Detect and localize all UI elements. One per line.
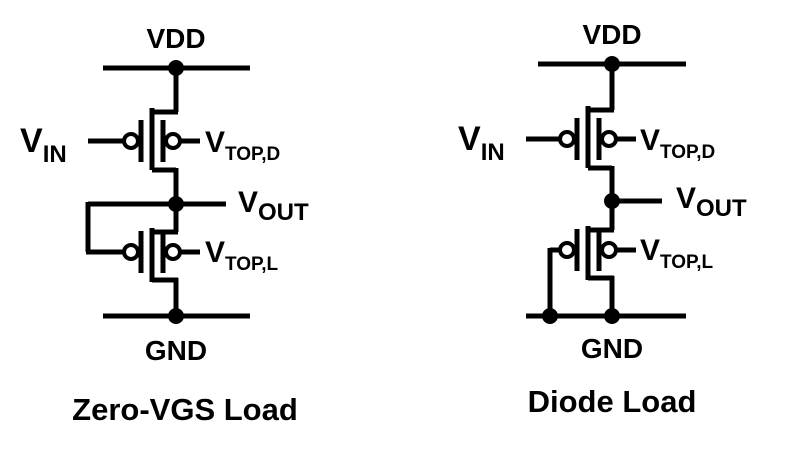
vdd-label: VDD	[582, 19, 641, 50]
load-transistor	[558, 226, 636, 280]
circuit-caption: Diode Load	[528, 384, 697, 419]
zero-vgs-load-circuit: VDD GND VIN VTOP,D VOUT VTOP,L Zero-VGS …	[20, 23, 309, 427]
driver-top-gate-label: VTOP,D	[640, 124, 715, 163]
gnd-node	[604, 308, 620, 324]
input-label: VIN	[20, 122, 67, 168]
load-transistor	[122, 228, 200, 282]
gnd-label: GND	[581, 333, 643, 364]
gnd-node	[168, 308, 184, 324]
input-label: VIN	[458, 120, 505, 166]
vdd-label: VDD	[146, 23, 205, 54]
driver-top-gate-label: VTOP,D	[205, 126, 280, 165]
gnd-node-left	[542, 308, 558, 324]
load-top-gate-label: VTOP,L	[640, 234, 714, 273]
driver-transistor	[88, 108, 200, 170]
output-label: VOUT	[238, 186, 309, 226]
output-label: VOUT	[676, 182, 747, 222]
gnd-label: GND	[145, 335, 207, 366]
diode-load-circuit: VDD GND VIN VTOP,D VOUT VTOP,L Diode Loa…	[458, 19, 747, 419]
circuit-caption: Zero-VGS Load	[72, 392, 298, 427]
driver-transistor	[526, 106, 636, 168]
load-top-gate-label: VTOP,L	[205, 236, 279, 275]
